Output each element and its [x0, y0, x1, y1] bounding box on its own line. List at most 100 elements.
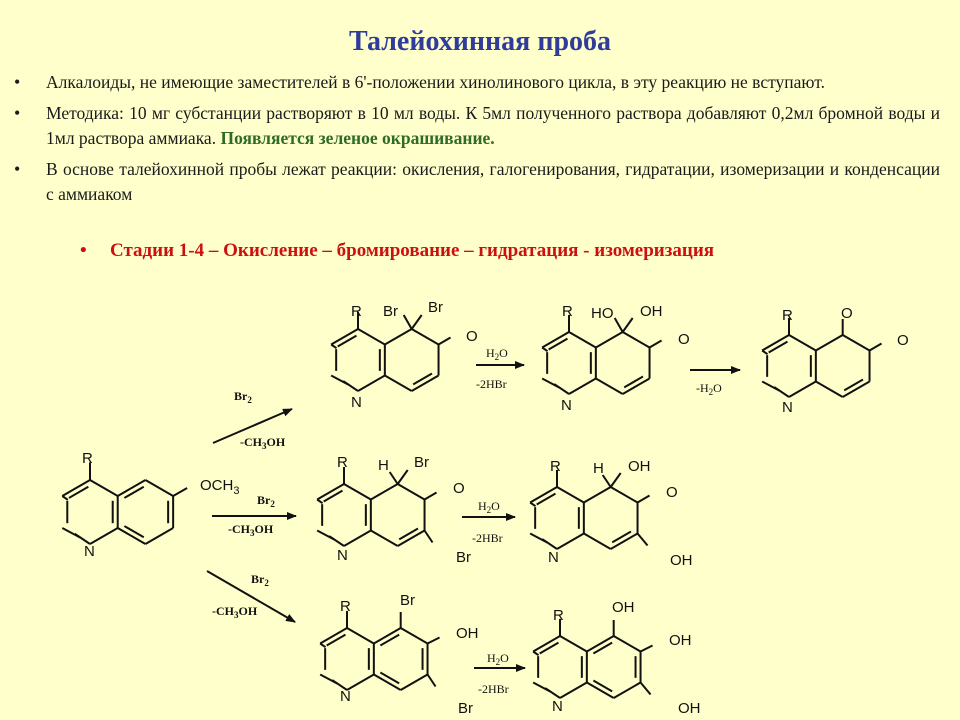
- bond: [343, 483, 372, 501]
- bond: [319, 673, 339, 685]
- bond: [316, 483, 345, 501]
- nitrogen-label: N: [782, 399, 793, 416]
- bond: [379, 671, 400, 685]
- bond: [529, 532, 549, 544]
- bond: [370, 483, 399, 501]
- bond: [397, 529, 426, 547]
- substituent-r-label: R: [82, 450, 93, 467]
- bond: [592, 641, 613, 655]
- bond: [610, 486, 639, 504]
- bond: [613, 317, 624, 333]
- bond: [556, 486, 585, 504]
- hydroxyl-label: HO: [591, 305, 614, 322]
- bond: [423, 529, 434, 544]
- bond: [384, 374, 413, 392]
- nitrogen-label: N: [351, 394, 362, 411]
- bond: [117, 479, 146, 497]
- bullet-text: Алкалоиды, не имеющие заместителей в 6'-…: [46, 72, 825, 92]
- bond: [586, 681, 615, 699]
- substituent-r-label: R: [351, 303, 362, 320]
- bond: [117, 527, 146, 545]
- bond: [595, 331, 624, 349]
- bond: [788, 334, 817, 352]
- molecule-quinolinedione: R O O N: [782, 305, 909, 416]
- molecule-dibromo-hydroxyquinoline: R Br OH N Br: [340, 592, 479, 717]
- reagent-br2-label: Br2: [257, 493, 275, 509]
- substituent-r-label: R: [337, 454, 348, 471]
- nitrogen-label: N: [561, 397, 572, 414]
- bond: [346, 673, 375, 691]
- bond: [568, 331, 597, 349]
- bromine-label: Br: [456, 549, 471, 566]
- bond: [144, 479, 174, 497]
- bond: [842, 334, 871, 352]
- bond: [402, 314, 413, 330]
- bond: [601, 474, 612, 488]
- bond: [370, 529, 399, 547]
- bond: [316, 529, 336, 541]
- oxygen-label: O: [897, 332, 909, 349]
- hydrogen-label: H: [593, 460, 604, 477]
- bond: [438, 336, 452, 346]
- bond: [768, 340, 788, 354]
- nitrogen-label: N: [84, 543, 95, 560]
- stages-text: Стадии 1-4 – Окисление – бромирование – …: [110, 240, 715, 261]
- bullet-dot: •: [80, 240, 87, 261]
- bond: [541, 331, 570, 349]
- oxygen-label: O: [666, 484, 678, 501]
- bond: [559, 681, 588, 699]
- slide-title: Талейохинная проба: [348, 26, 612, 57]
- molecule-trihydroxyquinoline: R OH OH N OH: [552, 599, 701, 717]
- bond: [326, 633, 346, 647]
- oxygen-label: O: [841, 305, 853, 322]
- bond: [761, 334, 790, 352]
- green-result-note: Появляется зеленое окрашивание.: [220, 128, 495, 148]
- reagent-br2-label: Br2: [251, 572, 269, 588]
- byproduct-hbr-label: -2HBr: [476, 377, 507, 391]
- substituent-r-label: R: [550, 458, 561, 475]
- bond: [541, 377, 561, 389]
- nitrogen-label: N: [552, 698, 563, 715]
- hydroxyl-label: OH: [678, 700, 701, 717]
- bromine-label: Br: [458, 700, 473, 717]
- bond: [379, 633, 400, 647]
- bond: [89, 479, 119, 497]
- bond: [843, 378, 864, 392]
- bond: [123, 485, 145, 499]
- bond: [357, 374, 386, 392]
- nitrogen-label: N: [548, 549, 559, 566]
- bullet-text: Методика: 10 мг субстанции растворяют в …: [46, 103, 940, 148]
- bond: [649, 339, 663, 349]
- bond: [411, 374, 440, 392]
- substituent-r-label: R: [782, 307, 793, 324]
- bond: [330, 328, 359, 346]
- bond: [89, 527, 119, 545]
- bond: [611, 530, 632, 544]
- substituent-r-label: R: [562, 303, 573, 320]
- bullet-item: • В основе талейохинной пробы лежат реак…: [12, 157, 940, 207]
- bullet-text: В основе талейохинной пробы лежат реакци…: [46, 159, 940, 204]
- bond: [61, 527, 81, 539]
- bond: [61, 495, 69, 501]
- bond: [539, 641, 559, 655]
- bond: [412, 372, 433, 386]
- bond: [595, 377, 624, 395]
- reaction-conditions: Br2 -CH3OH Br2 -CH3OH Br2 -CH3OH H2O -2H…: [212, 346, 722, 696]
- byproduct-methanol-label: -CH3OH: [228, 522, 274, 538]
- arrow-to-dibromo: [212, 408, 293, 444]
- bond: [411, 328, 440, 346]
- reagent-br2-label: Br2: [234, 389, 252, 405]
- methoxy-label: OCH3: [200, 477, 239, 497]
- oxygen-label: O: [453, 480, 465, 497]
- bond: [424, 491, 438, 501]
- bond: [373, 673, 402, 691]
- water-label: H2O: [486, 346, 508, 362]
- bond: [583, 532, 612, 550]
- bond: [373, 627, 402, 645]
- bond: [400, 673, 429, 691]
- bond: [592, 679, 613, 693]
- bond: [396, 469, 409, 485]
- bond: [559, 635, 588, 653]
- bond: [636, 532, 649, 547]
